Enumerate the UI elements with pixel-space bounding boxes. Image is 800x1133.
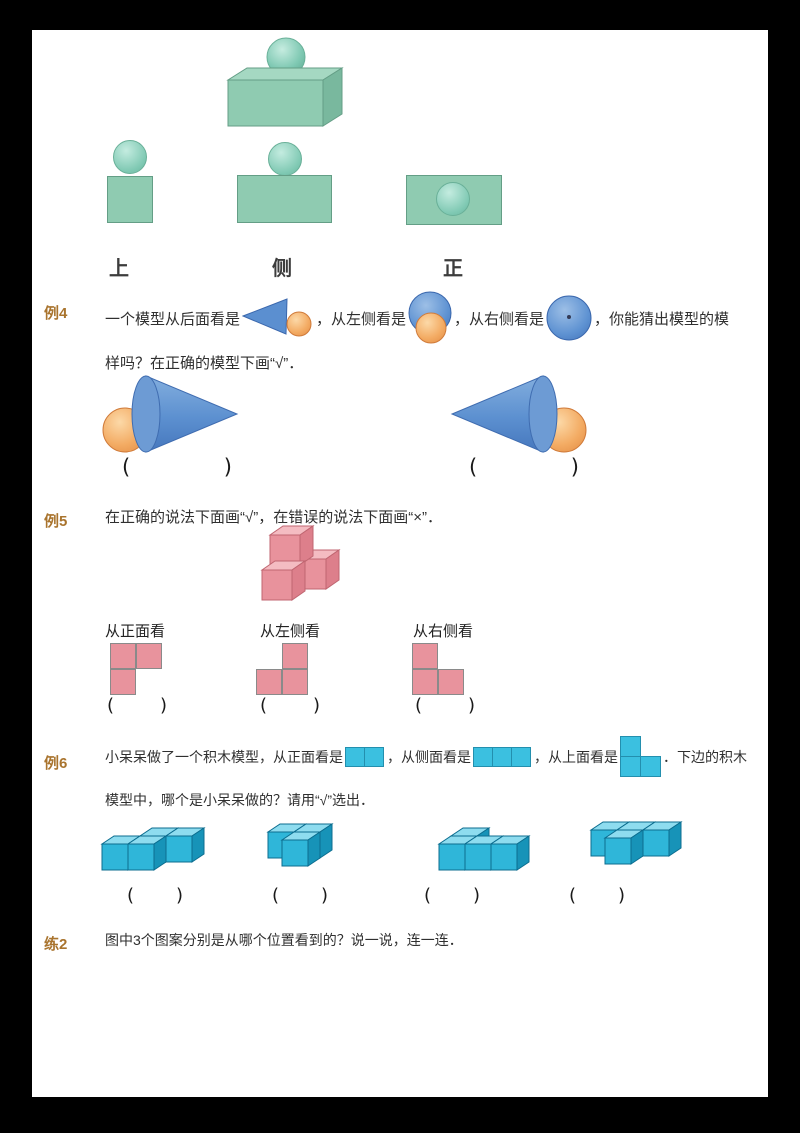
ex4-tag: 例4 (44, 305, 68, 322)
ex5-view3-cell (438, 669, 464, 695)
ex4-answer-blank-left: () (122, 455, 232, 479)
ex5-view1-cell (136, 643, 162, 669)
cone-model-right (450, 375, 587, 453)
front-view-circle (436, 182, 470, 216)
ex6-tag: 例6 (44, 755, 68, 772)
label-front: 正 (443, 258, 463, 280)
ex6-line1: 小呆呆做了一个积木模型，从正面看是 ，从侧面看是 ，从上面看是 ．下边的积木 (105, 733, 747, 781)
pr2-tag: 练2 (44, 936, 68, 953)
ex6-answer-blank-2: () (272, 885, 328, 906)
green-cuboid-sphere-model (226, 37, 344, 127)
ex6-answer-blank-1: () (127, 885, 183, 906)
ex5-prompt: 在正确的说法下面画“√”，在错误的说法下面画“×”． (105, 509, 442, 526)
side-view-sphere (268, 142, 302, 176)
ex5-view2-cell (282, 643, 308, 669)
ex5-view1-cell (110, 643, 136, 669)
ex5-answer-blank-2: () (260, 695, 320, 716)
cone-model-left (102, 375, 239, 453)
ex6-text-2: ，从侧面看是 (387, 749, 471, 765)
top-view-sphere (113, 140, 147, 174)
top-view-L-squares-icon (620, 736, 661, 777)
ex4-answer-blank-right: () (469, 455, 579, 479)
ex5-view-label-left: 从左侧看 (260, 622, 321, 640)
ex5-view3-cell (412, 669, 438, 695)
back-view-triangle-ball-icon (242, 298, 312, 337)
ex5-answer-blank-3: () (415, 695, 475, 716)
ex5-view-label-front: 从正面看 (105, 622, 166, 640)
ex5-answer-blank-1: () (107, 695, 167, 716)
ex6-text-4: ．下边的积木 (663, 749, 747, 765)
side-view-rect (237, 175, 332, 223)
worksheet-page: 上 侧 正 例4 一个模型从后面看是 ，从左侧看是 ，从右侧看是 ，你能猜出模型… (32, 30, 768, 1097)
side-view-3-squares-icon (473, 746, 531, 767)
pink-cubes-model (260, 525, 341, 601)
ex4-text-2: ，从左侧看是 (316, 310, 407, 328)
ex4-line1: 一个模型从后面看是 ，从左侧看是 ，从右侧看是 ，你能猜出模型的模 (105, 291, 730, 344)
ex4-text-4: ，你能猜出模型的模 (594, 310, 730, 328)
ex5-view-label-right: 从右侧看 (413, 622, 474, 640)
left-view-circle-ball-icon (408, 291, 452, 344)
label-top: 上 (109, 258, 129, 280)
top-view-square (107, 176, 153, 223)
ex6-line2: 模型中，哪个是小呆呆做的？请用“√”选出． (105, 792, 375, 808)
ex5-view3-cell (412, 643, 438, 669)
ex4-line2: 样吗？在正确的模型下画“√”． (105, 355, 304, 372)
ex5-view2-cell (256, 669, 282, 695)
ex6-answer-blank-4: () (569, 885, 625, 906)
label-side: 侧 (272, 258, 292, 280)
ex4-text-3: ，从右侧看是 (454, 310, 545, 328)
ex5-tag: 例5 (44, 513, 68, 530)
right-view-circle-icon (546, 295, 592, 341)
block-model-3 (437, 827, 531, 871)
ex6-text-3: ，从上面看是 (534, 749, 618, 765)
pr2-prompt: 图中3个图案分别是从哪个位置看到的？说一说，连一连． (105, 932, 463, 948)
block-model-2 (266, 823, 334, 867)
ex4-text-1: 一个模型从后面看是 (105, 310, 241, 328)
ex5-view1-cell (110, 669, 136, 695)
ex6-answer-blank-3: () (424, 885, 480, 906)
block-model-4 (589, 821, 683, 865)
block-model-1 (100, 827, 206, 871)
ex6-text-1: 小呆呆做了一个积木模型，从正面看是 (105, 749, 343, 765)
ex5-view2-cell (282, 669, 308, 695)
front-view-2-squares-icon (345, 746, 384, 767)
